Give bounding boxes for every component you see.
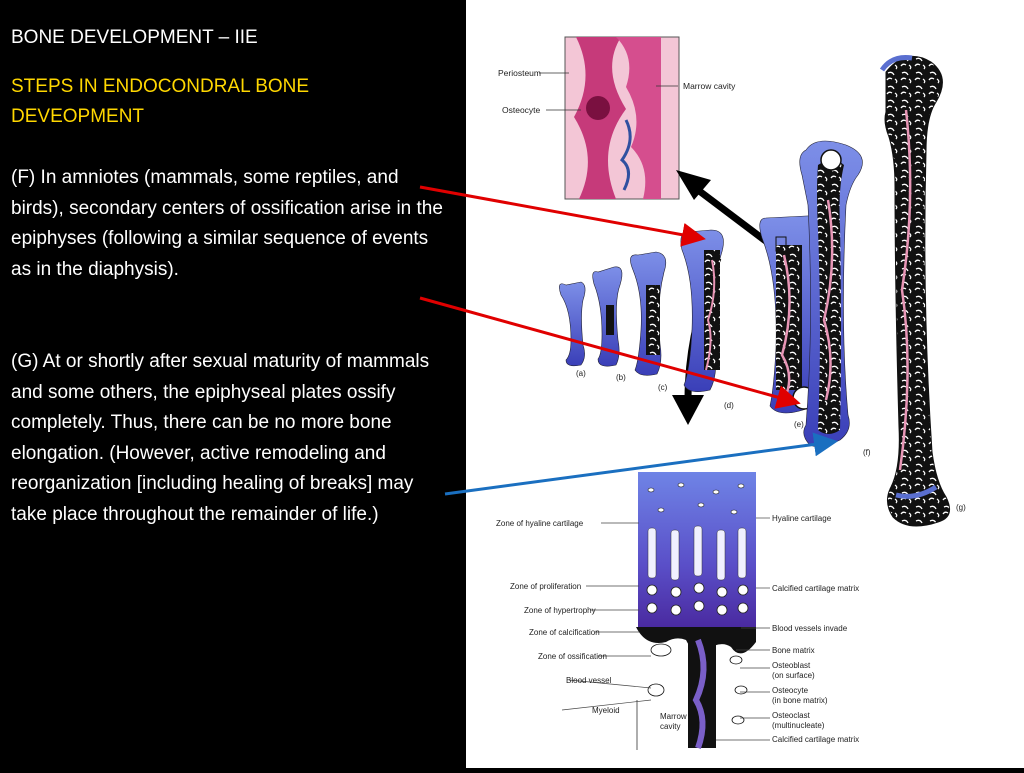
label-zone-calcification: Zone of calcification (529, 628, 600, 637)
paragraph-f: (F) In amniotes (mammals, some reptiles,… (11, 167, 443, 280)
label-zone-hyaline: Zone of hyaline cartilage (496, 519, 584, 528)
bone-development-figure: Periosteum Osteocyte Marrow cavity (496, 36, 966, 750)
label-hyaline-cartilage: Hyaline cartilage (772, 514, 832, 523)
label-cavity: cavity (660, 722, 680, 731)
figure-panel: Periosteum Osteocyte Marrow cavity (466, 0, 1024, 768)
label-osteoblast: Osteoblast (772, 661, 811, 670)
label-myeloid: Myeloid (592, 706, 620, 715)
stage-label-e: (e) (794, 420, 804, 429)
plate-leader-lines (561, 517, 770, 741)
slide-subtitle: STEPS IN ENDOCONDRAL BONE DEVEOPMENT (11, 76, 310, 127)
label-osteoclast-note: (multinucleate) (772, 721, 825, 730)
bone-stage-f (799, 140, 863, 447)
label-osteocyte-note: (in bone matrix) (772, 696, 828, 705)
label-osteoclast: Osteoclast (772, 711, 811, 720)
bone-stage-b (592, 266, 623, 367)
label-zone-hypertrophy: Zone of hypertrophy (524, 606, 596, 615)
slide-title: BONE DEVELOPMENT – IIE (11, 27, 258, 48)
label-zone-ossification: Zone of ossification (538, 652, 607, 661)
bone-stage-g (879, 55, 951, 527)
label-osteocyte: Osteocyte (502, 105, 541, 115)
label-calcified-matrix-bottom: Calcified cartilage matrix (772, 735, 859, 744)
label-blood-vessel: Blood vessel (566, 676, 612, 685)
label-calcified-matrix: Calcified cartilage matrix (772, 584, 859, 593)
bone-stage-a (559, 281, 586, 367)
bone-stage-c (630, 251, 667, 376)
growth-plate-diagram (636, 472, 756, 750)
stage-label-g: (g) (956, 503, 966, 512)
label-periosteum: Periosteum (498, 68, 541, 78)
stage-label-b: (b) (616, 373, 626, 382)
label-zone-proliferation: Zone of proliferation (510, 582, 581, 591)
label-osteoblast-note: (on surface) (772, 671, 815, 680)
label-marrow-cavity: Marrow cavity (683, 81, 736, 91)
histology-inset (539, 36, 680, 200)
stage-label-c: (c) (658, 383, 668, 392)
stage-label-f: (f) (863, 448, 871, 457)
label-blood-vessels-invade: Blood vessels invade (772, 624, 848, 633)
label-marrow: Marrow (660, 712, 687, 721)
label-bone-matrix: Bone matrix (772, 646, 815, 655)
stage-label-a: (a) (576, 369, 586, 378)
text-panel: BONE DEVELOPMENT – IIE STEPS IN ENDOCOND… (0, 0, 466, 768)
label-osteocyte-plate: Osteocyte (772, 686, 809, 695)
stage-label-d: (d) (724, 401, 734, 410)
paragraph-g: (G) At or shortly after sexual maturity … (11, 351, 430, 525)
